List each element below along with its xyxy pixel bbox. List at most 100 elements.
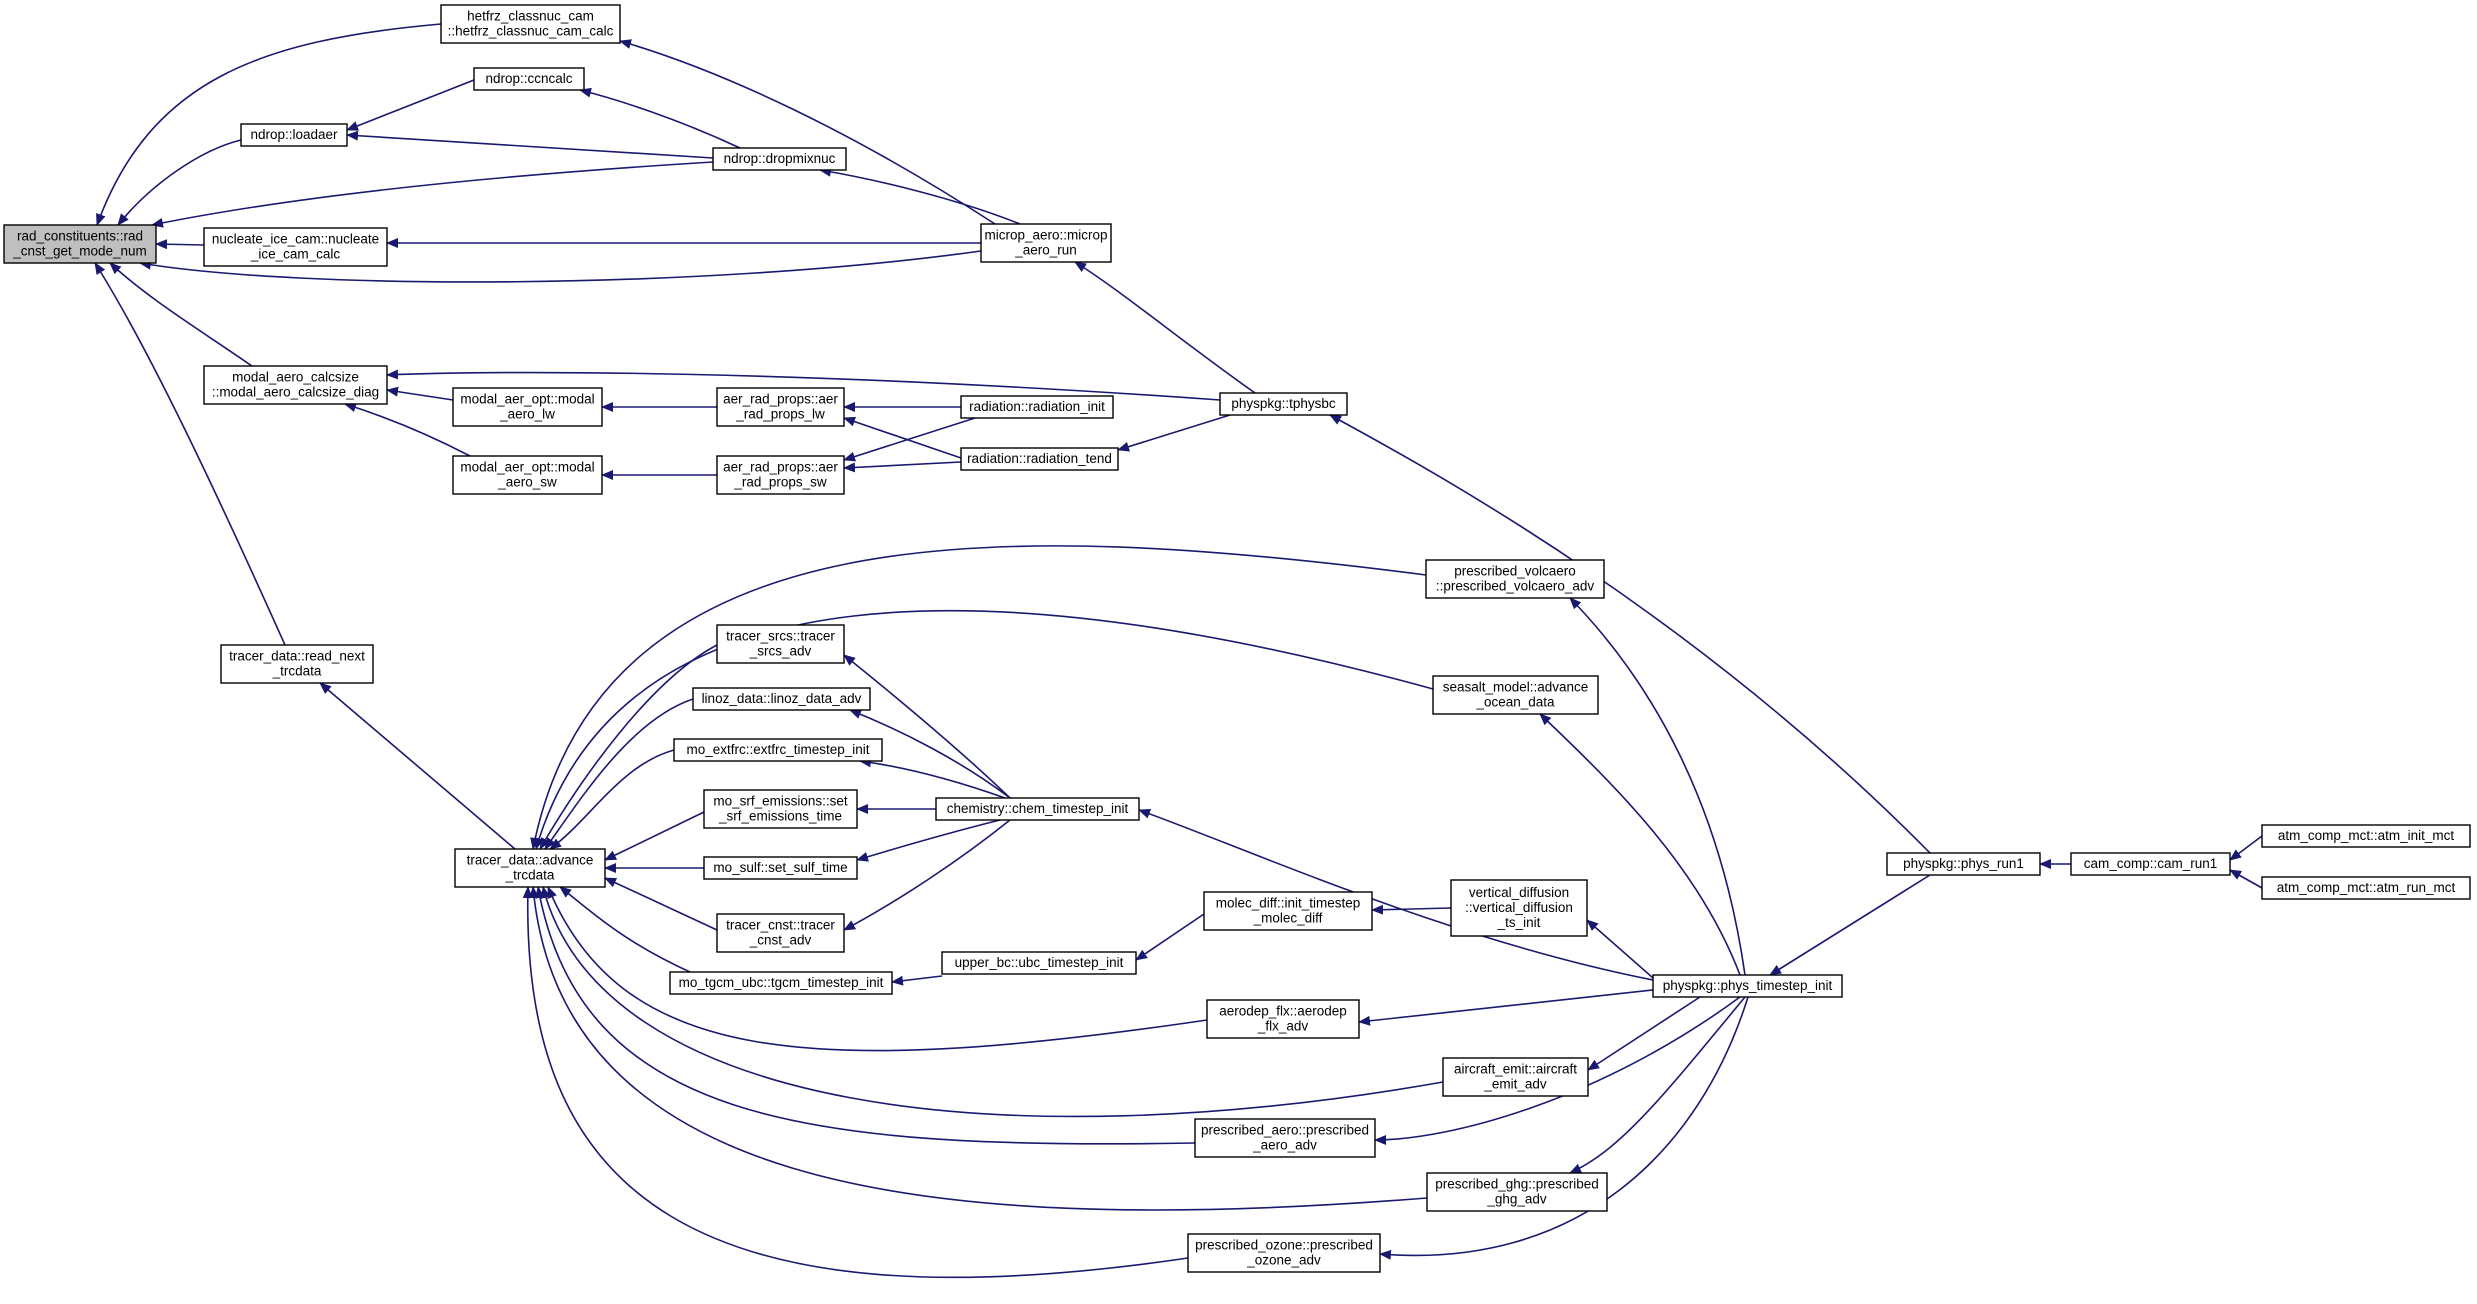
call-edge-nucleate-to-rad_cnst [155,239,205,250]
node-rad-cnst[interactable]: rad_constituents::rad_cnst_get_mode_num [3,224,157,264]
node-label: _ghg_adv [1486,1192,1547,1207]
node-label: molec_diff::init_timestep [1216,896,1361,911]
node-label: _trcdata [272,664,322,679]
call-edge-pts_init-to-presc_ozone [1379,996,1749,1260]
call-edge-chem-to-extfrc [859,757,1006,799]
node-ubc[interactable]: upper_bc::ubc_timestep_init [941,951,1137,975]
node-hetfrz[interactable]: hetfrz_classnuc_cam::hetfrz_classnuc_cam… [440,4,621,44]
node-box [716,387,845,427]
node-box [473,67,585,91]
node-chem[interactable]: chemistry::chem_timestep_init [935,797,1140,821]
node-label: ::modal_aero_calcsize_diag [212,385,379,400]
node-cam-run1[interactable]: cam_comp::cam_run1 [2070,852,2231,876]
node-advance[interactable]: tracer_data::advance_trcdata [454,848,606,888]
node-calcsize[interactable]: modal_aero_calcsize::modal_aero_calcsize… [203,365,388,405]
call-edge-pts_init-to-seasalt [1539,713,1741,976]
node-label: modal_aer_opt::modal [460,392,594,407]
node-label: microp_aero::microp [984,228,1107,243]
node-rad-tend[interactable]: radiation::radiation_tend [960,447,1119,471]
call-edge-tphysbc-to-microp [1074,261,1256,394]
node-pts-init[interactable]: physpkg::phys_timestep_init [1652,974,1843,998]
node-label: _ozone_adv [1246,1253,1321,1268]
call-edge-aerodep-to-advance [547,886,1208,1052]
node-box [935,797,1140,821]
node-label: tracer_srcs::tracer [726,629,835,644]
node-molec[interactable]: molec_diff::init_timestep_molec_diff [1203,891,1373,931]
node-aerodep[interactable]: aerodep_flx::aerodep_flx_adv [1206,999,1360,1039]
call-edge-ubc-to-tgcm [891,975,943,986]
node-label: prescribed_volcaero [1454,564,1576,579]
node-box [1652,974,1843,998]
node-read-next[interactable]: tracer_data::read_next_trcdata [220,644,374,684]
call-edge-volcaero-to-advance [530,545,1427,850]
node-tgcm[interactable]: mo_tgcm_ubc::tgcm_timestep_init [669,971,893,995]
node-label: upper_bc::ubc_timestep_init [955,955,1124,970]
node-srf-emis[interactable]: mo_srf_emissions::set_srf_emissions_time [703,789,858,829]
node-label: _aero_lw [499,407,555,422]
node-cnst[interactable]: tracer_cnst::tracer_cnst_adv [716,913,845,953]
node-loadaer[interactable]: ndrop::loadaer [240,123,348,147]
node-opt-sw[interactable]: modal_aer_opt::modal_aero_sw [452,455,603,495]
node-linoz[interactable]: linoz_data::linoz_data_adv [692,687,871,711]
node-label: aerodep_flx::aerodep [1219,1004,1347,1019]
node-label: nucleate_ice_cam::nucleate [212,232,379,247]
node-opt-lw[interactable]: modal_aer_opt::modal_aero_lw [452,387,603,427]
node-label: radiation::radiation_tend [967,451,1112,466]
node-presc-ghg[interactable]: prescribed_ghg::prescribed_ghg_adv [1426,1172,1608,1212]
node-box [716,913,845,953]
node-box [240,123,348,147]
node-seasalt[interactable]: seasalt_model::advance_ocean_data [1432,675,1599,715]
node-label: ::hetfrz_classnuc_cam_calc [448,24,614,39]
node-rad-init[interactable]: radiation::radiation_init [960,395,1114,419]
node-box [1206,999,1360,1039]
node-box [220,644,374,684]
node-box [1194,1118,1376,1158]
node-label: tracer_data::read_next [229,649,365,664]
call-edge-pts_init-to-vdiff [1586,919,1654,979]
node-props-lw[interactable]: aer_rad_props::aer_rad_props_lw [716,387,845,427]
call-edge-aircraft-to-advance [540,886,1444,1118]
call-edge-atm_init-to-cam_run1 [2229,835,2263,861]
node-sulf[interactable]: mo_sulf::set_sulf_time [703,856,858,880]
call-edge-presc_ozone-to-advance [522,886,1189,1279]
node-box [452,455,603,495]
call-edge-calcsize-to-rad_cnst [109,262,253,367]
node-volcaero[interactable]: prescribed_volcaero::prescribed_volcaero… [1425,559,1605,599]
node-label: modal_aer_opt::modal [460,460,594,475]
node-ccncalc[interactable]: ndrop::ccncalc [473,67,585,91]
node-label: mo_sulf::set_sulf_time [713,860,847,875]
node-label: _cnst_adv [749,933,812,948]
call-edge-read_next-to-rad_cnst [94,262,286,646]
node-srcs[interactable]: tracer_srcs::tracer_srcs_adv [716,624,845,664]
node-label: ::prescribed_volcaero_adv [1436,579,1595,594]
node-label: vertical_diffusion [1469,885,1569,900]
node-nucleate[interactable]: nucleate_ice_cam::nucleate_ice_cam_calc [203,227,388,267]
call-edge-presc_ghg-to-advance [529,886,1428,1211]
node-atm-init[interactable]: atm_comp_mct::atm_init_mct [2261,824,2471,848]
call-edge-loadaer-to-rad_cnst [117,139,242,226]
node-box [2261,824,2471,848]
call-edge-seasalt-to-advance [534,609,1434,850]
call-edge-rad_tend-to-props_lw [843,416,962,459]
node-tphysbc[interactable]: physpkg::tphysbc [1219,392,1348,416]
node-extfrc[interactable]: mo_extfrc::extfrc_timestep_init [673,738,883,762]
node-atm-run[interactable]: atm_comp_mct::atm_run_mct [2261,876,2471,900]
node-props-sw[interactable]: aer_rad_props::aer_rad_props_sw [716,455,845,495]
node-box [716,455,845,495]
node-aircraft[interactable]: aircraft_emit::aircraft_emit_adv [1442,1057,1589,1097]
node-presc-aero[interactable]: prescribed_aero::prescribed_aero_adv [1194,1118,1376,1158]
node-label: mo_srf_emissions::set [713,794,848,809]
node-vdiff[interactable]: vertical_diffusion::vertical_diffusion_t… [1450,879,1588,937]
call-edge-pts_init-to-volcaero [1569,597,1746,976]
node-box [2261,876,2471,900]
call-edge-microp-to-dropmixnuc [819,166,1021,225]
node-label: _ice_cam_calc [250,247,341,262]
node-dropmixnuc[interactable]: ndrop::dropmixnuc [712,147,847,171]
node-label: atm_comp_mct::atm_init_mct [2278,828,2455,843]
node-phys-run1[interactable]: physpkg::phys_run1 [1886,852,2041,876]
node-box [452,387,603,427]
node-presc-ozone[interactable]: prescribed_ozone::prescribed_ozone_adv [1187,1233,1381,1273]
node-box [203,365,388,405]
node-label: _trcdata [505,868,555,883]
node-microp[interactable]: microp_aero::microp_aero_run [980,223,1112,263]
